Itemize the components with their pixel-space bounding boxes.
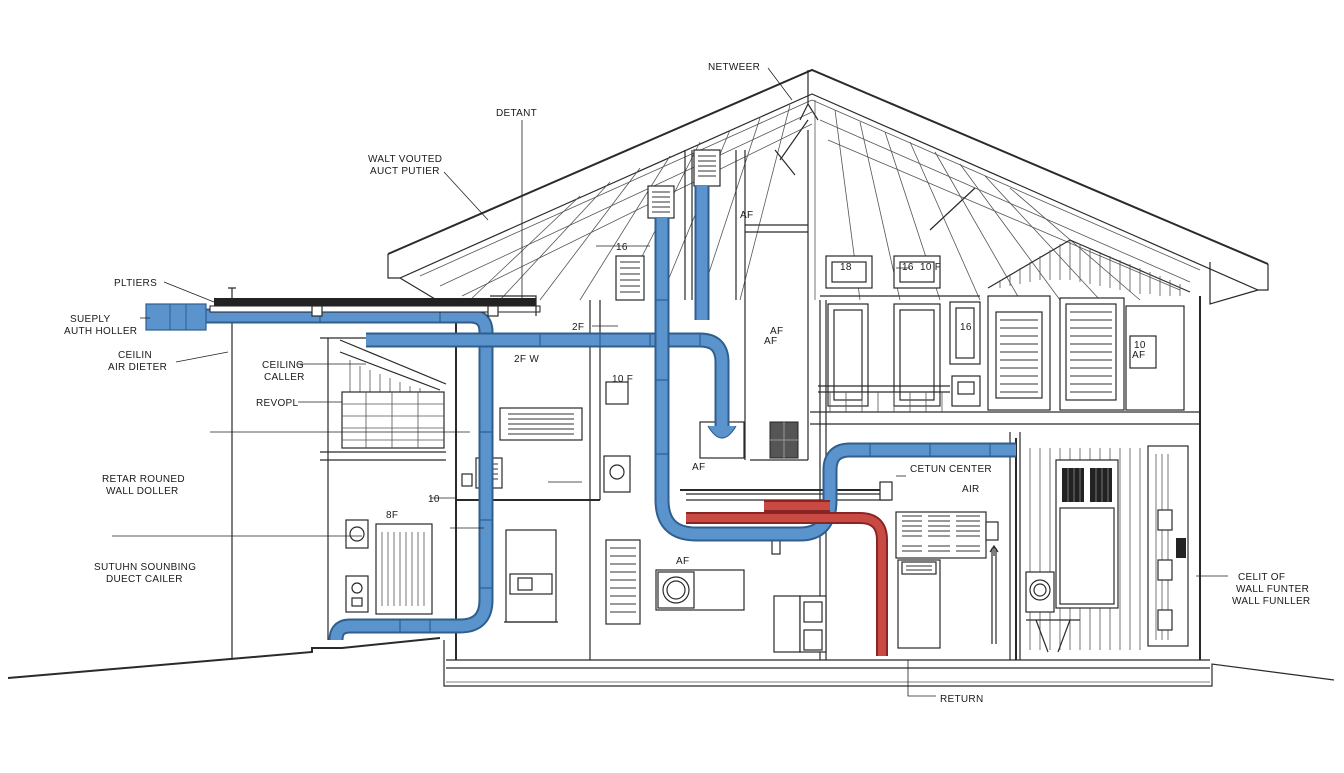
tag-16b: 16 — [902, 262, 914, 273]
tag-8f: 8F — [386, 510, 398, 521]
leader-lines — [112, 67, 1228, 697]
label-pltiers: PLTIERS — [114, 278, 157, 289]
label-ceiling-1: CEILING — [262, 360, 304, 371]
tag-16c: 16 — [960, 322, 972, 333]
return-duct — [686, 500, 888, 656]
label-walt-1: WALT VOUTED — [368, 154, 442, 165]
label-supply-1: SUEPLY — [70, 314, 111, 325]
left-annex — [320, 337, 447, 640]
tag-af-2: AF — [770, 326, 783, 337]
tag-10f: 10 F — [612, 374, 633, 385]
tag-18: 18 — [840, 262, 852, 273]
label-air-center: AIR — [962, 484, 980, 495]
label-ceiling-2: CALLER — [264, 372, 305, 383]
label-sutuhn-1: SUTUHN SOUNBING — [94, 562, 196, 573]
tag-10b: 10 — [1134, 340, 1146, 351]
label-retar-2: WALL DOLLER — [106, 486, 179, 497]
label-retar-1: RETAR ROUNED — [102, 474, 185, 485]
callout-labels: NETWEER DETANT WALT VOUTED AUCT PUTIER P… — [64, 62, 1310, 705]
tag-2f: 2F — [572, 322, 584, 333]
supply-duct-network — [145, 186, 1016, 641]
label-celit-1: CELIT OF — [1238, 572, 1285, 583]
tag-af-1: AF — [740, 210, 753, 221]
label-supply-2: AUTH HOLLER — [64, 326, 137, 337]
tag-af-5: AF — [676, 556, 689, 567]
roof — [387, 68, 1269, 305]
label-celit-3: WALL FUNLLER — [1232, 596, 1310, 607]
label-celit-2: WALL FUNTER — [1236, 584, 1309, 595]
label-cetun-center: CETUN CENTER — [910, 464, 992, 475]
tag-af-4: AF — [692, 462, 705, 473]
label-detant: DETANT — [496, 108, 537, 119]
label-ceilin-2: AIR DIETER — [108, 362, 167, 373]
tag-10: 10 — [428, 494, 440, 505]
label-netweer: NETWEER — [708, 62, 760, 73]
tag-af-3: AF — [764, 336, 777, 347]
tag-2fw: 2F W — [514, 354, 539, 365]
walls — [446, 130, 1210, 669]
dimension-tags: 16 18 16 2F 10 F 10 F AF AF AF AF AF AF … — [386, 210, 1146, 567]
tag-10f-2: 10 F — [920, 262, 941, 273]
top-rail — [209, 295, 541, 317]
ground-line — [7, 637, 1335, 687]
label-ceilin-1: CEILIN — [118, 350, 152, 361]
label-revopl: REVOPL — [256, 398, 299, 409]
tag-af-6: AF — [1132, 350, 1145, 361]
tag-16a: 16 — [616, 242, 628, 253]
interior-units — [228, 149, 1191, 660]
label-walt-2: AUCT PUTIER — [370, 166, 440, 177]
label-return: RETURN — [940, 694, 983, 705]
label-sutuhn-2: DUECT CAILER — [106, 574, 183, 585]
